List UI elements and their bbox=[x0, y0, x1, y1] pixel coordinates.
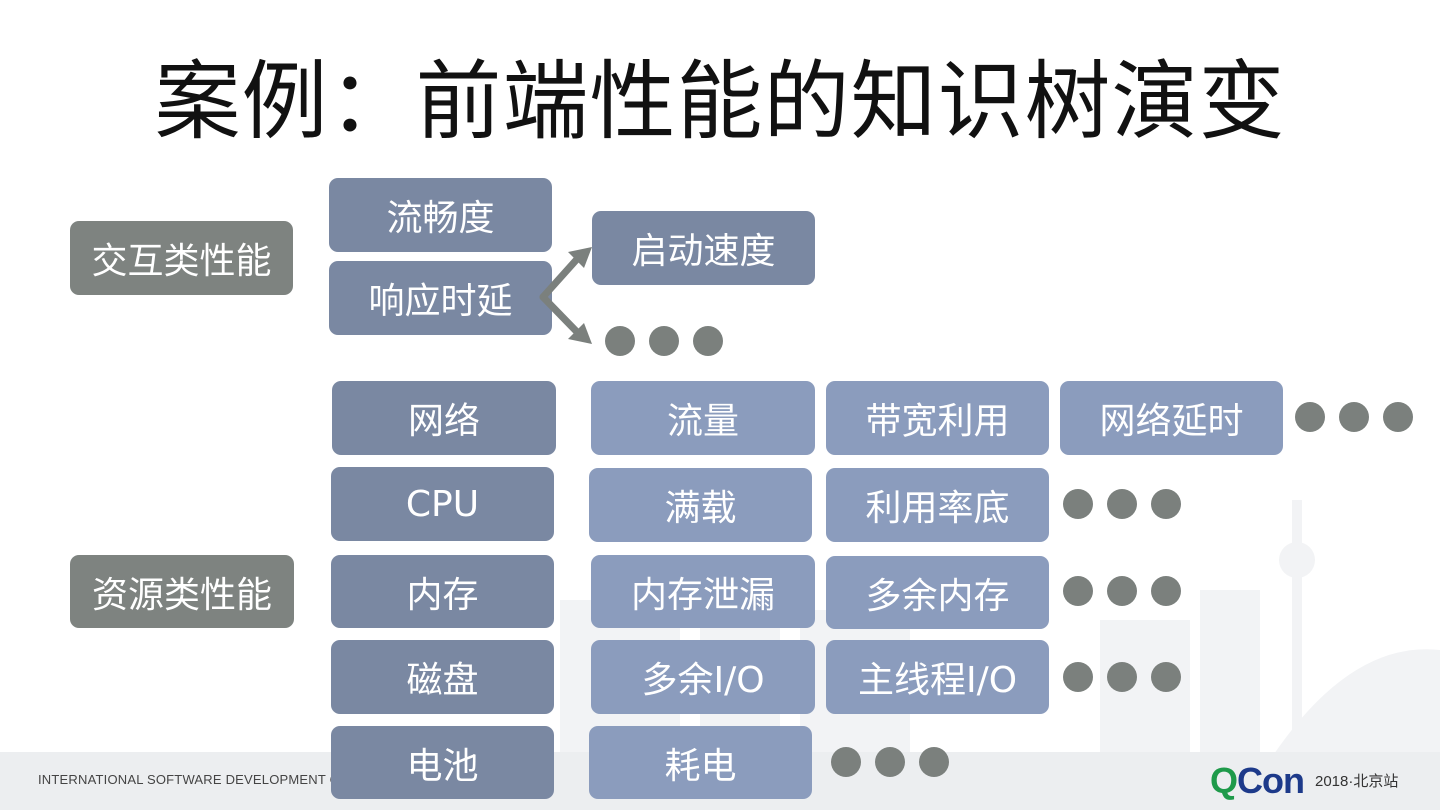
network-more-dots bbox=[1295, 402, 1413, 432]
node-startup: 启动速度 bbox=[592, 211, 815, 285]
dot bbox=[1339, 402, 1369, 432]
category-resource: 资源类性能 bbox=[70, 555, 294, 628]
dot bbox=[1295, 402, 1325, 432]
dot bbox=[1383, 402, 1413, 432]
page-title: 案例：前端性能的知识树演变 bbox=[154, 52, 1286, 152]
node-latency: 响应时延 bbox=[329, 261, 552, 335]
dot bbox=[1063, 576, 1093, 606]
dot bbox=[1063, 489, 1093, 519]
qcon-logo: QCon bbox=[1210, 760, 1305, 802]
memory-more-dots bbox=[1063, 576, 1181, 606]
logo-con: Con bbox=[1237, 760, 1305, 801]
dot bbox=[1107, 489, 1137, 519]
dot bbox=[1151, 576, 1181, 606]
disk-more-dots bbox=[1063, 662, 1181, 692]
logo-q: Q bbox=[1210, 760, 1238, 801]
resource-root-disk: 磁盘 bbox=[331, 640, 554, 714]
node-smoothness: 流畅度 bbox=[329, 178, 552, 252]
dot bbox=[1107, 662, 1137, 692]
logo-subtitle: 2018·北京站 bbox=[1315, 773, 1399, 790]
dot bbox=[649, 326, 679, 356]
arrow-down-head bbox=[568, 323, 592, 344]
resource-item-traffic: 流量 bbox=[591, 381, 815, 455]
resource-item-excess-memory: 多余内存 bbox=[826, 556, 1049, 629]
resource-item-network-latency: 网络延时 bbox=[1060, 381, 1283, 455]
dot bbox=[875, 747, 905, 777]
conference-name: INTERNATIONAL SOFTWARE DEVELOPMENT CON bbox=[38, 772, 360, 787]
dot bbox=[1107, 576, 1137, 606]
resource-item-excess-io: 多余I/O bbox=[591, 640, 815, 714]
resource-item-low-utilization: 利用率底 bbox=[826, 468, 1049, 542]
cpu-more-dots bbox=[1063, 489, 1181, 519]
dot bbox=[605, 326, 635, 356]
dot bbox=[831, 747, 861, 777]
dot bbox=[1063, 662, 1093, 692]
resource-root-memory: 内存 bbox=[331, 555, 554, 628]
resource-item-power-consumption: 耗电 bbox=[589, 726, 812, 799]
dot bbox=[693, 326, 723, 356]
dot bbox=[1151, 662, 1181, 692]
resource-root-battery: 电池 bbox=[331, 726, 554, 799]
resource-item-memory-leak: 内存泄漏 bbox=[591, 555, 815, 628]
resource-root-cpu: CPU bbox=[331, 467, 554, 541]
resource-item-full-load: 满载 bbox=[589, 468, 812, 542]
dot bbox=[1151, 489, 1181, 519]
battery-more-dots bbox=[831, 747, 949, 777]
resource-root-network: 网络 bbox=[332, 381, 556, 455]
dot bbox=[919, 747, 949, 777]
category-interactive: 交互类性能 bbox=[70, 221, 293, 295]
arrow-up-head bbox=[568, 247, 592, 268]
interactive-more-dots bbox=[605, 326, 723, 356]
resource-item-bandwidth: 带宽利用 bbox=[826, 381, 1049, 455]
resource-item-main-thread-io: 主线程I/O bbox=[826, 640, 1049, 714]
